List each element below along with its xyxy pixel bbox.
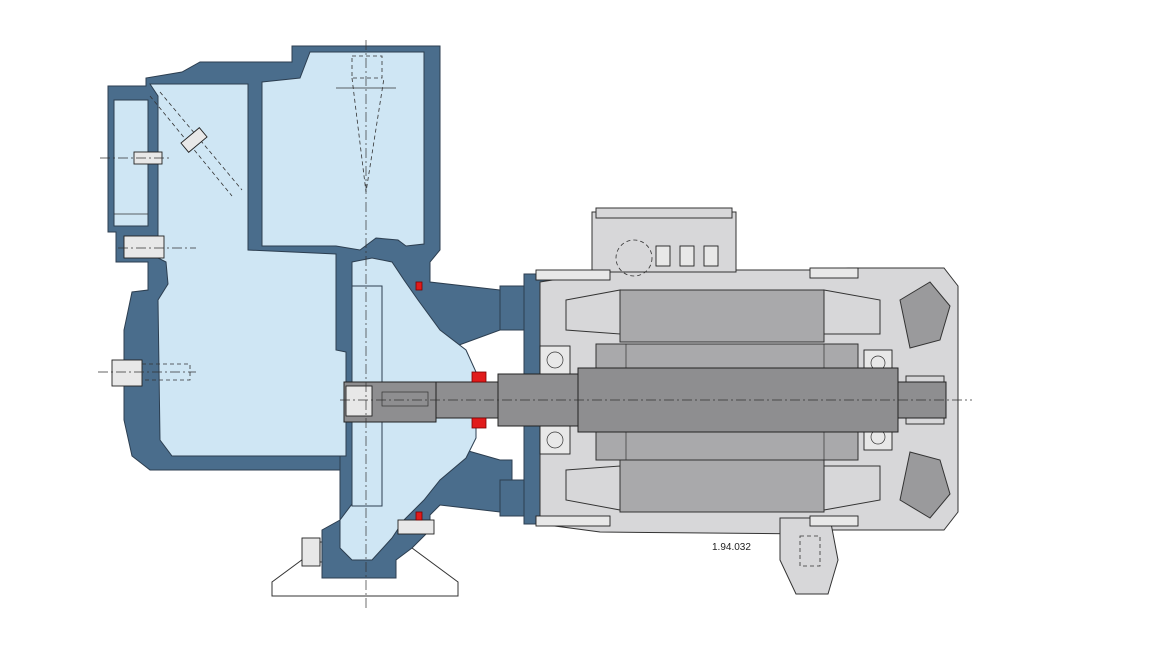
discharge-chamber [261, 51, 425, 251]
drawing-reference-number: 1.94.032 [712, 542, 751, 553]
check-valve-flap [149, 91, 243, 197]
priming-chamber [149, 83, 347, 457]
impeller-hub [343, 381, 437, 423]
front-bearing [539, 345, 571, 455]
motor-tie-rods [535, 267, 859, 527]
bottom-flange-bolt [397, 519, 435, 535]
motor-feet [779, 517, 839, 595]
inlet-flange-bolt [100, 151, 172, 165]
casing-tie-bolt [118, 235, 196, 259]
drain-plug [98, 359, 196, 387]
mechanical-seal [415, 281, 487, 521]
stator-winding-top [565, 289, 881, 343]
terminal-box [591, 207, 737, 277]
stator-winding-bottom [565, 459, 881, 513]
